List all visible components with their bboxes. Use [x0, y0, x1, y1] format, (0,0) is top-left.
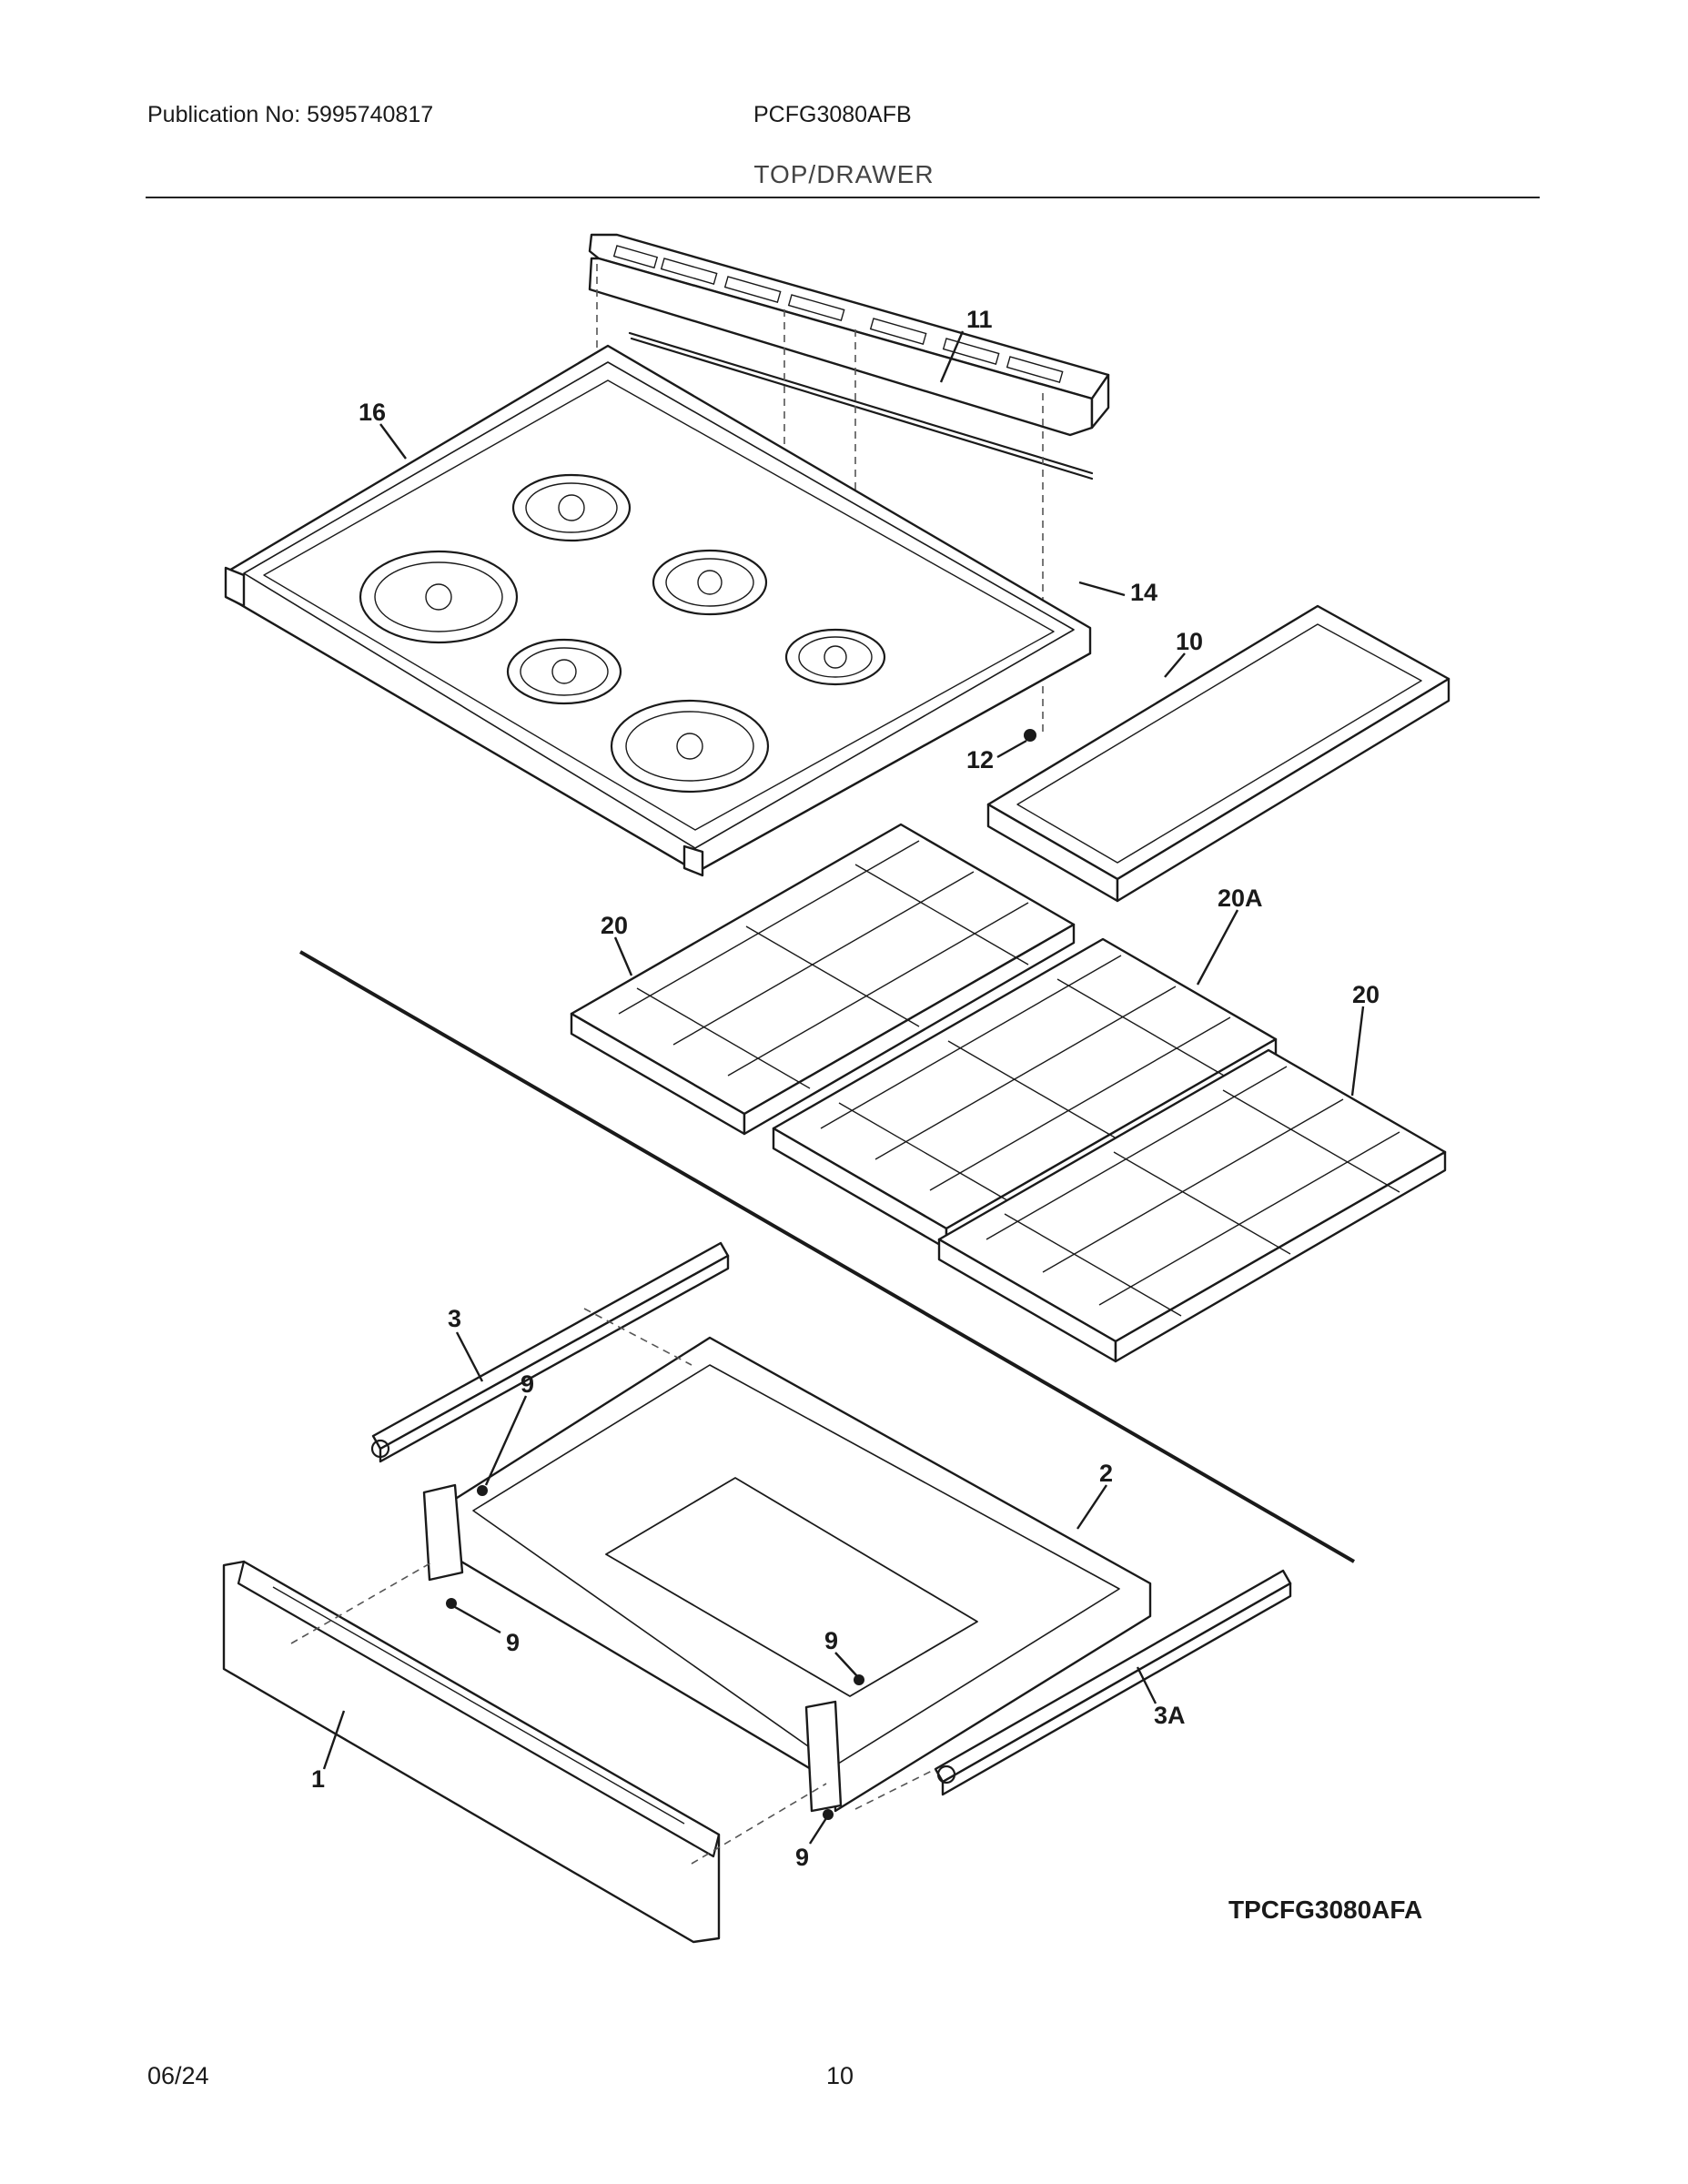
- callout-9-upper: 9: [521, 1370, 534, 1398]
- exploded-parts-diagram: 16 11 14 10 12 20A 20 20 3 9 2 9 9 3A 1 …: [222, 233, 1450, 1944]
- leader-lines: [322, 330, 1365, 1845]
- diagram-code: TPCFG3080AFA: [1228, 1896, 1422, 1924]
- model-number: PCFG3080AFB: [753, 102, 912, 127]
- drawer-alignment-lines: [290, 1308, 936, 1865]
- drawer-front: [222, 1560, 721, 1944]
- page-number: 10: [826, 2062, 854, 2089]
- callout-14: 14: [1130, 579, 1157, 606]
- callout-3A: 3A: [1154, 1702, 1186, 1729]
- publication-date: 06/24: [147, 2062, 209, 2089]
- drawer-body: [422, 1336, 1152, 1813]
- burner-well-5: [784, 628, 886, 686]
- drawer-rail-left: [370, 1241, 730, 1463]
- callout-10: 10: [1176, 628, 1203, 655]
- burner-well-2: [359, 550, 519, 644]
- callout-20-left: 20: [601, 912, 628, 939]
- callout-1: 1: [311, 1765, 325, 1793]
- grate-right: [937, 1048, 1447, 1363]
- griddle-part: [986, 604, 1450, 903]
- callout-9-right: 9: [824, 1627, 838, 1654]
- maintop-part: [224, 344, 1092, 877]
- burner-well-3: [652, 549, 768, 616]
- callout-11: 11: [966, 306, 993, 333]
- burner-well-4: [506, 638, 622, 705]
- burner-well-1: [511, 473, 632, 542]
- callout-12: 12: [966, 746, 994, 774]
- callout-9-lower: 9: [795, 1844, 809, 1871]
- callout-2: 2: [1099, 1460, 1113, 1487]
- callout-20-right: 20: [1352, 981, 1380, 1008]
- callout-20A: 20A: [1218, 885, 1263, 912]
- section-divider-line: [298, 950, 1356, 1563]
- burner-well-6: [610, 699, 770, 794]
- callout-3: 3: [448, 1305, 461, 1332]
- header-rule: [146, 197, 1540, 198]
- backguard-part: [588, 233, 1110, 480]
- callout-9-left: 9: [506, 1629, 520, 1656]
- screws-9: [446, 1485, 864, 1820]
- callout-16: 16: [359, 399, 386, 426]
- screw-12: [1024, 729, 1036, 742]
- section-title: TOP/DRAWER: [753, 160, 935, 188]
- drawer-rail-right: [934, 1569, 1292, 1796]
- publication-number: Publication No: 5995740817: [147, 102, 434, 127]
- grate-left: [570, 823, 1076, 1136]
- callout-labels: 16 11 14 10 12 20A 20 20 3 9 2 9 9 3A 1 …: [311, 306, 1380, 1871]
